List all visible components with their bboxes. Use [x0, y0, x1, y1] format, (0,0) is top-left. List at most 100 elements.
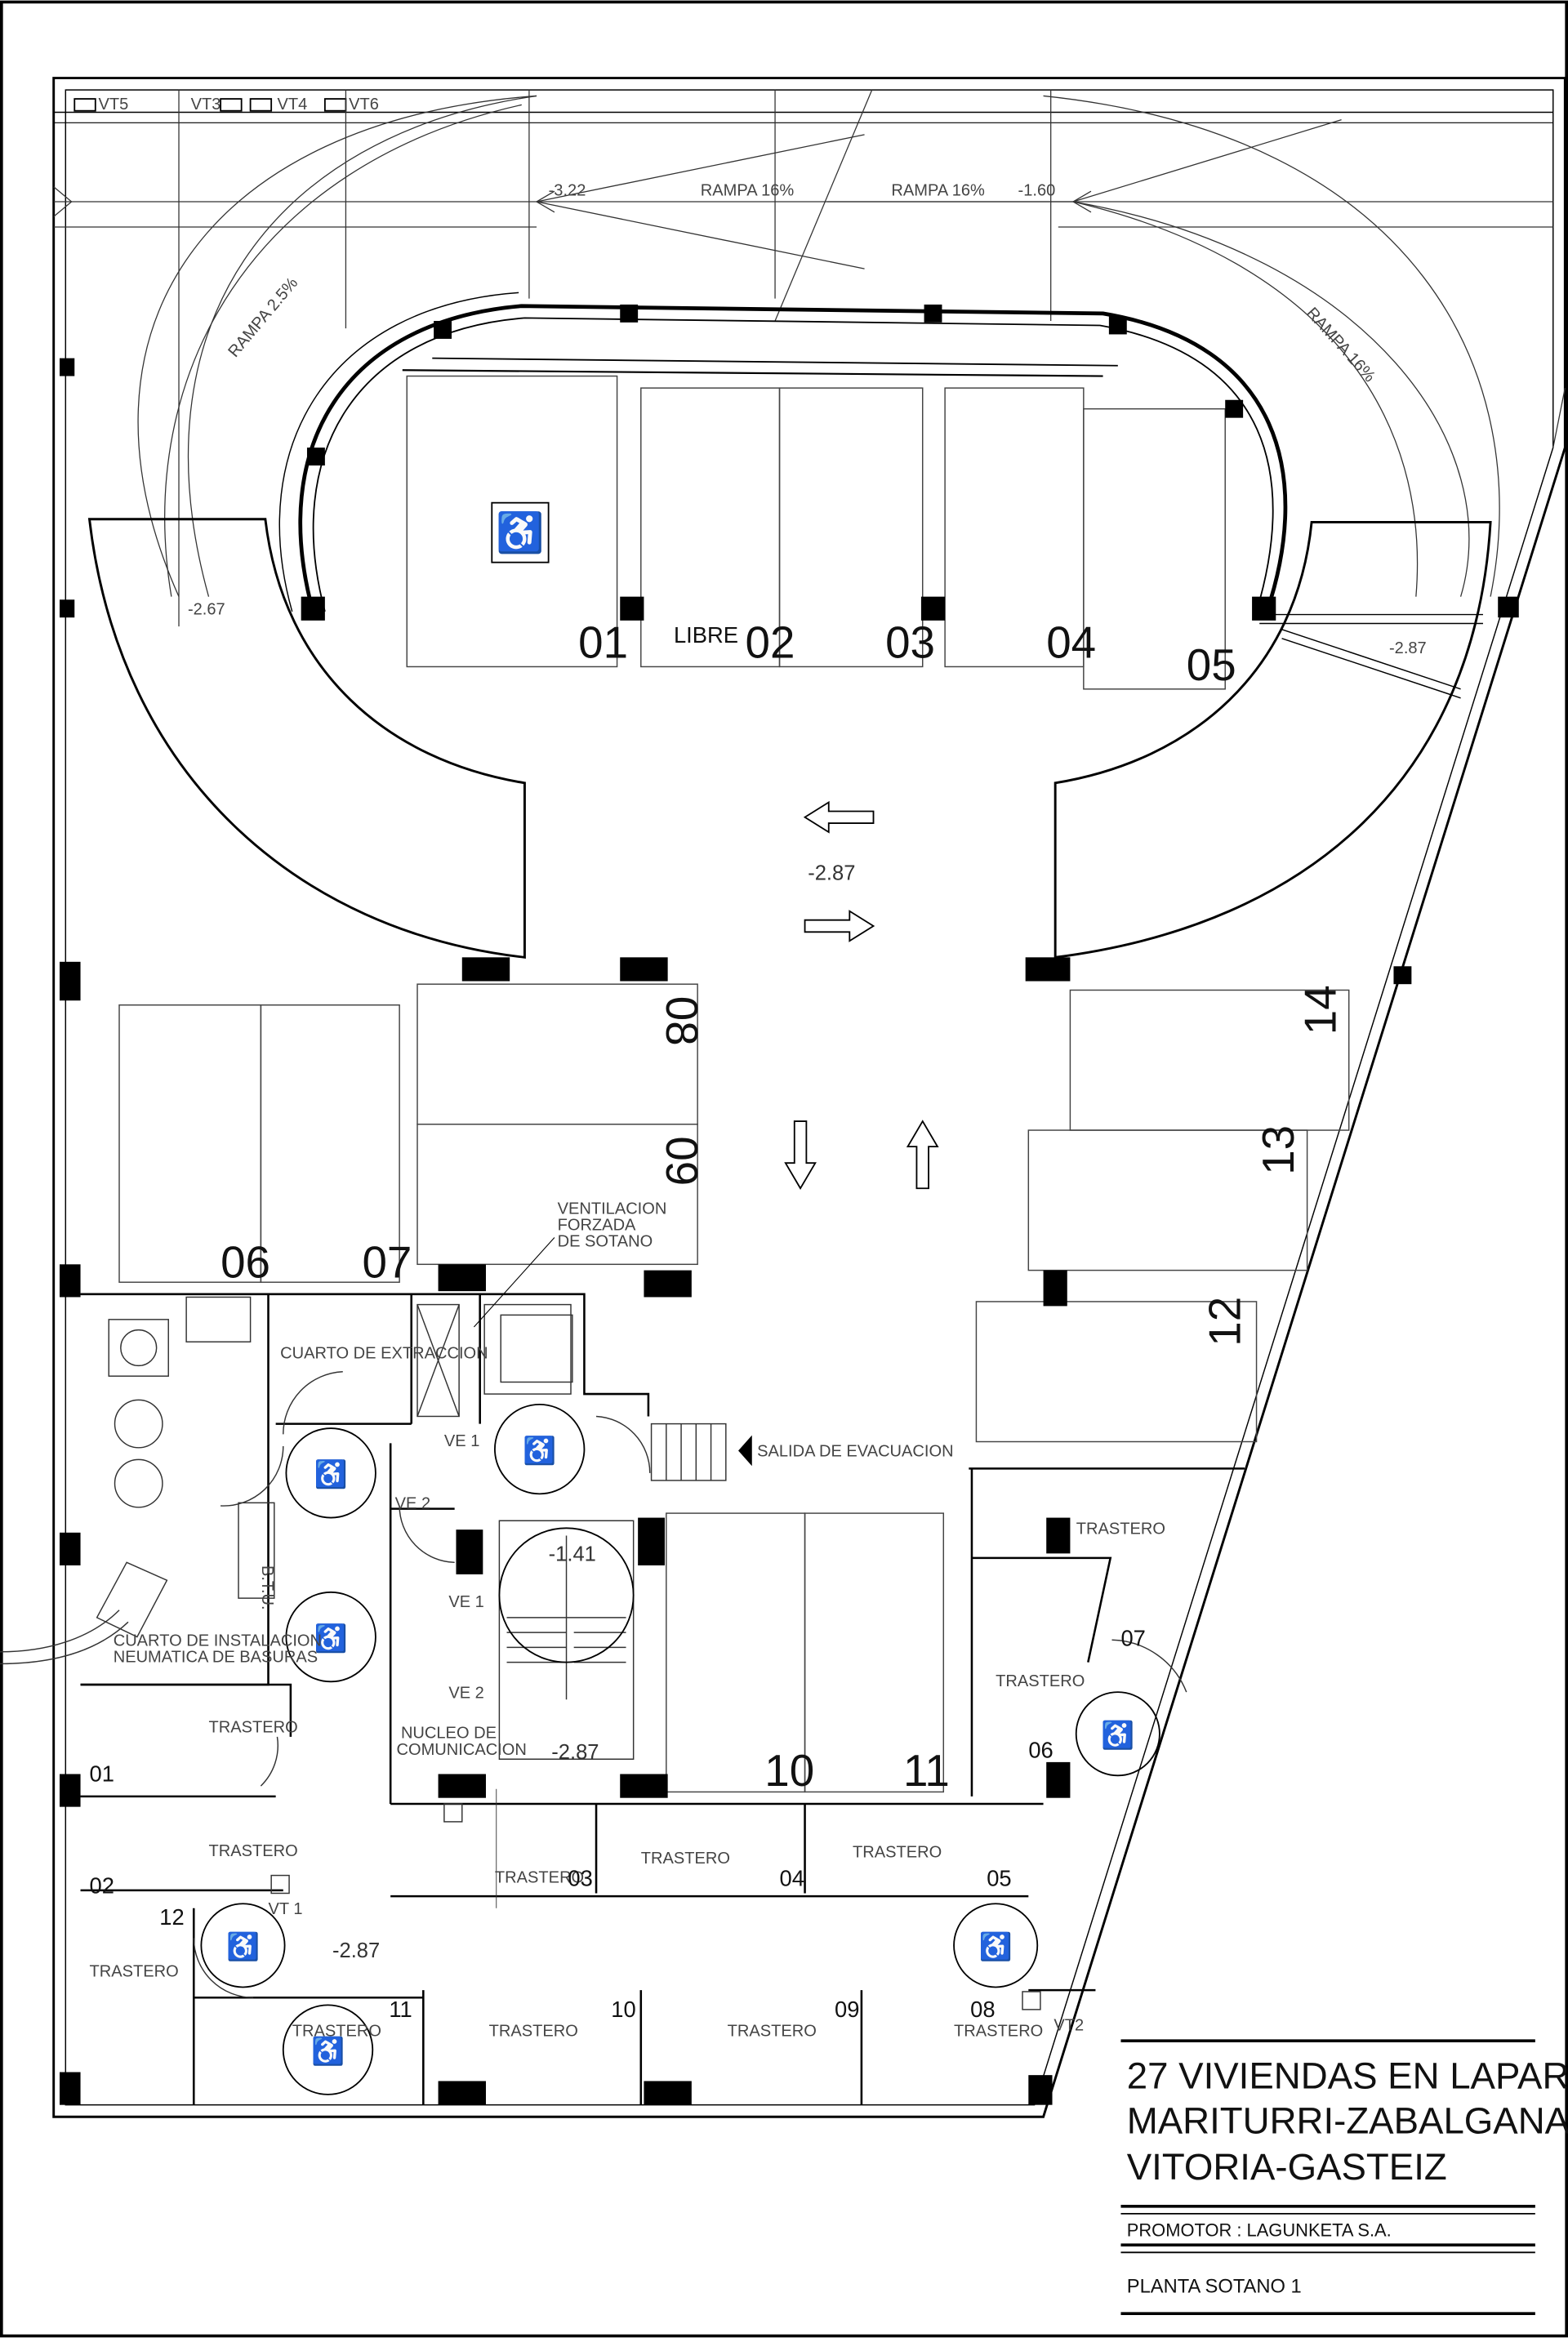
storage-number-09: 09	[835, 1997, 859, 2022]
waste-room-label-1: CUARTO DE INSTALACION	[114, 1632, 322, 1650]
parking-space-05: 05	[1187, 639, 1236, 690]
parking-top-row	[406, 375, 1226, 690]
parking-space-08: 08	[657, 996, 707, 1046]
accessible-parking-sign: ♿	[491, 501, 550, 563]
storage-label: TRASTERO	[996, 1672, 1085, 1690]
ramp-island-walls	[278, 292, 1288, 612]
ve2-label: VE 2	[395, 1495, 430, 1513]
title-city: VITORIA-GASTEIZ	[1127, 2146, 1447, 2188]
storage-label: TRASTERO	[209, 1842, 298, 1860]
center-level: -2.87	[808, 862, 855, 884]
storage-number-12: 12	[159, 1904, 184, 1930]
turning-circles	[200, 1403, 1160, 2095]
ramp-label-curve-left: RAMPA 2.5%	[225, 274, 301, 361]
parking-middle	[118, 983, 1350, 1443]
exit-ramp-level: -2.87	[1389, 639, 1427, 657]
vent-label-vt4: VT4	[277, 96, 307, 114]
parking-space-04: 04	[1046, 617, 1096, 667]
storage-number-01: 01	[90, 1761, 114, 1787]
ramp-label-top-left: RAMPA 16%	[701, 182, 795, 200]
storage-number-07: 07	[1120, 1626, 1145, 1651]
stair-bottom-level: -2.87	[551, 1741, 599, 1764]
storage-labels: TRASTERO TRASTERO TRASTERO TRASTERO TRAS…	[90, 1521, 1165, 2041]
parking-space-12: 12	[1199, 1297, 1250, 1347]
storage-number-02: 02	[90, 1872, 114, 1898]
ramp-level-curve-left: -2.67	[188, 601, 225, 619]
ve2b-label: VE 2	[448, 1684, 484, 1702]
wheelchair-symbols: ♿ ♿ ♿ ♿ ♿ ♿ ♿	[226, 1435, 1134, 2067]
arrow-up-icon	[906, 1120, 939, 1190]
core-label-2: COMUNICACION	[396, 1741, 526, 1759]
ventilation-label-2: FORZADA	[558, 1216, 636, 1234]
wheelchair-icon: ♿	[1101, 1720, 1134, 1751]
parking-space-11: 11	[903, 1745, 950, 1796]
ramp-label-curve-right: RAMPA 16%	[1303, 305, 1379, 386]
building-outline	[52, 77, 1566, 2118]
ventilation-label-3: DE SOTANO	[558, 1232, 653, 1250]
ventilation-label-1: VENTILACION	[558, 1200, 667, 1218]
parking-space-14: 14	[1294, 985, 1345, 1035]
parking-bottom	[666, 1512, 945, 1793]
parking-space-13: 13	[1253, 1125, 1303, 1175]
wheelchair-icon: ♿	[523, 1435, 556, 1466]
title-plan-name: PLANTA SOTANO 1	[1127, 2277, 1302, 2298]
storage-number-05: 05	[987, 1865, 1011, 1890]
parking-space-10: 10	[764, 1745, 814, 1796]
wheelchair-icon: ♿	[314, 1459, 348, 1490]
wheelchair-icon: ♿	[226, 1931, 260, 1962]
structural-columns	[60, 304, 1519, 2105]
storage-label: TRASTERO	[1076, 1521, 1165, 1538]
vent-label-vt6: VT6	[349, 96, 379, 114]
corridor-level: -2.87	[332, 1939, 380, 1962]
btu-label: B.T.U.	[258, 1565, 276, 1610]
wheelchair-icon: ♿	[979, 1931, 1013, 1962]
room-details	[0, 1296, 1187, 2010]
curved-ramp-arms	[87, 518, 1492, 959]
storage-label: TRASTERO	[853, 1844, 942, 1862]
storage-number-06: 06	[1028, 1737, 1053, 1762]
service-rooms-walls	[80, 1293, 1245, 2105]
parking-space-01: 01	[578, 617, 628, 667]
ve1b-label: VE 1	[448, 1593, 484, 1611]
storage-label: TRASTERO	[90, 1963, 179, 1981]
title-location: MARITURRI-ZABALGANA	[1127, 2099, 1568, 2141]
storage-label: TRASTERO	[489, 2023, 578, 2041]
wheelchair-icon: ♿	[314, 1623, 348, 1654]
storage-label: TRASTERO	[954, 2023, 1043, 2041]
vent-label-vt3: VT3	[191, 96, 221, 114]
title-block: 27 VIVIENDAS EN LAPARCELA RC-36 MARITURR…	[1120, 2039, 1568, 2315]
parking-space-07: 07	[362, 1237, 412, 1288]
parking-libre: LIBRE	[674, 622, 738, 648]
waste-room-label-2: NEUMATICA DE BASURAS	[114, 1649, 318, 1667]
storage-label: TRASTERO	[209, 1718, 298, 1736]
ramp-geometry	[53, 89, 1566, 627]
storage-number-11: 11	[389, 1997, 412, 2022]
storage-label: TRASTERO	[495, 1869, 584, 1887]
extraction-room-label: CUARTO DE EXTRACCION	[280, 1344, 488, 1362]
parking-space-02: 02	[746, 617, 795, 667]
arrow-right-icon	[804, 910, 875, 942]
storage-number-10: 10	[611, 1997, 635, 2022]
storage-label: TRASTERO	[641, 1850, 730, 1868]
parking-space-06: 06	[220, 1237, 270, 1288]
title-project: 27 VIVIENDAS EN LAPARCELA RC-36	[1127, 2055, 1568, 2097]
vent-label-vt5: VT5	[98, 96, 128, 114]
vt1-label: VT 1	[269, 1900, 303, 1918]
traffic-arrows	[738, 800, 939, 1467]
exit-ramp-right	[1259, 613, 1483, 699]
exit-arrow-icon	[738, 1435, 752, 1467]
wheelchair-icon: ♿	[311, 2036, 345, 2067]
vent-row: VT5 VT3 VT4 VT6	[74, 96, 379, 114]
ramp-level-right: -1.60	[1018, 182, 1056, 200]
ramp-label-top-right: RAMPA 16%	[891, 182, 985, 200]
arrow-left-icon	[803, 800, 875, 834]
stair-top-level: -1.41	[549, 1543, 596, 1566]
vt2-label: VT2	[1054, 2016, 1084, 2034]
storage-number-04: 04	[780, 1865, 804, 1890]
storage-label: TRASTERO	[292, 2023, 381, 2041]
arrow-down-icon	[784, 1120, 817, 1191]
storage-numbers: 01 02 03 04 05 06 07 08 09 10 11 12	[90, 1626, 1146, 2022]
